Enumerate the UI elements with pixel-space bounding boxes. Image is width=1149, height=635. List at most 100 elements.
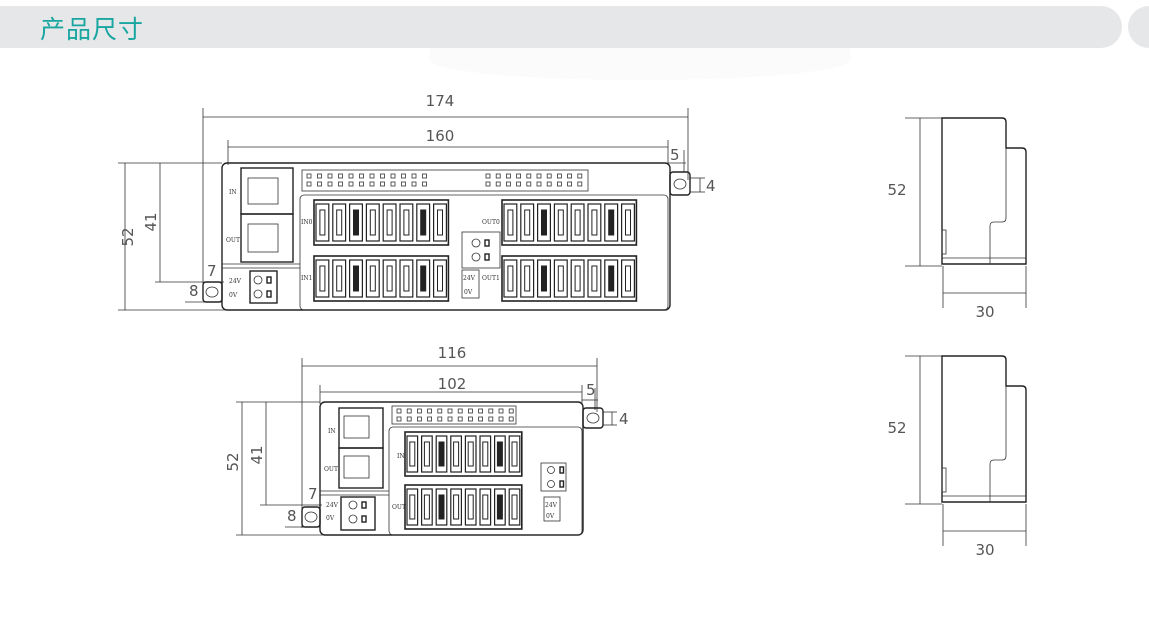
led	[577, 173, 583, 179]
connector	[406, 488, 419, 526]
led-indicators	[306, 173, 583, 187]
led	[416, 408, 422, 414]
connector-pins	[625, 209, 631, 236]
connector	[382, 203, 397, 242]
led	[508, 408, 514, 414]
led	[516, 181, 521, 187]
connector	[464, 488, 477, 526]
led	[508, 416, 514, 422]
dim-left-ear: 8	[189, 282, 199, 300]
dim-inner-height: 41	[142, 212, 160, 231]
label-center-0v: 0V	[464, 289, 473, 296]
led	[306, 181, 312, 187]
led	[488, 416, 494, 422]
connector-group	[501, 199, 638, 246]
led	[536, 173, 542, 179]
label-out: OUT	[392, 504, 406, 511]
connector	[332, 203, 347, 242]
side-view-1: 52 30	[887, 117, 1027, 321]
led	[498, 408, 504, 414]
label-0v: 0V	[326, 515, 335, 522]
label-in: IN	[328, 428, 336, 435]
label-in0: IN0	[301, 219, 313, 226]
side-power-terminal	[540, 462, 567, 492]
connector	[604, 259, 619, 298]
connector	[315, 203, 330, 242]
connector-pins	[557, 265, 564, 292]
dim-left-ear: 8	[287, 507, 297, 525]
connector-pins	[420, 265, 427, 292]
dim-ear-hole: 4	[706, 177, 716, 195]
connector-pins	[409, 441, 416, 467]
led	[380, 181, 385, 187]
connector	[399, 259, 414, 298]
label-out: OUT	[324, 466, 338, 473]
power-terminal	[340, 496, 376, 531]
io-panel	[299, 194, 669, 311]
label-out: OUT	[226, 237, 240, 244]
connector-pins	[608, 209, 615, 236]
connector-group	[501, 255, 638, 302]
connector-pins	[467, 441, 474, 467]
connector	[553, 203, 568, 242]
label-24v: 24V	[326, 502, 339, 509]
connector-pins	[507, 265, 514, 292]
led	[416, 416, 422, 422]
led	[306, 173, 312, 179]
rj45-port-out	[338, 447, 384, 489]
led	[369, 173, 375, 179]
connector	[620, 259, 635, 298]
side-profile	[941, 355, 1027, 503]
dim-height: 52	[224, 452, 242, 471]
led-strip	[301, 169, 589, 192]
connector	[399, 203, 414, 242]
connector	[421, 488, 433, 526]
dim-ear-hole: 4	[619, 410, 629, 428]
device-small: 116 102 5 4 52 41 7 8 IN OUT 24V 0V IN O…	[224, 344, 629, 536]
connector	[450, 435, 462, 473]
connector-pins	[453, 494, 460, 520]
connector-pins	[557, 209, 564, 236]
led	[422, 173, 427, 179]
dim-lines-small	[236, 358, 617, 536]
led	[327, 173, 333, 179]
led	[447, 416, 453, 422]
led	[401, 173, 406, 179]
right-ear	[669, 171, 691, 196]
connector-pins	[336, 265, 343, 292]
connector	[349, 203, 364, 242]
connector-pins	[438, 494, 445, 520]
left-ear	[202, 281, 223, 303]
connector	[416, 259, 431, 298]
dim-ear-offset: 5	[670, 146, 680, 164]
connector-pins	[369, 209, 376, 236]
led	[536, 181, 542, 187]
connector-group	[313, 199, 450, 246]
connector-pins	[507, 209, 514, 236]
connector	[508, 488, 521, 526]
led	[437, 408, 443, 414]
connector-pins	[423, 494, 430, 520]
connector-pins	[574, 209, 581, 236]
led	[467, 416, 473, 422]
right-ear	[582, 407, 604, 429]
connector-pins	[438, 441, 445, 467]
led	[390, 173, 396, 179]
connector-group	[313, 255, 450, 302]
led	[396, 416, 402, 422]
led	[505, 181, 511, 187]
ear-hole	[586, 412, 600, 424]
connector-pins	[608, 265, 615, 292]
device-large: 174 160 5 4 52 41 7 8 IN OUT 24V 0V IN0 …	[118, 92, 716, 311]
connector	[536, 259, 551, 298]
connector-pins	[482, 441, 489, 467]
label-side-0v: 0V	[546, 513, 555, 520]
label-side-24v: 24V	[545, 502, 558, 509]
center-power-terminal	[461, 231, 501, 269]
led	[485, 181, 491, 187]
led	[485, 173, 491, 179]
ear-hole	[673, 178, 687, 190]
connector-pins	[403, 265, 410, 292]
connector	[421, 435, 433, 473]
